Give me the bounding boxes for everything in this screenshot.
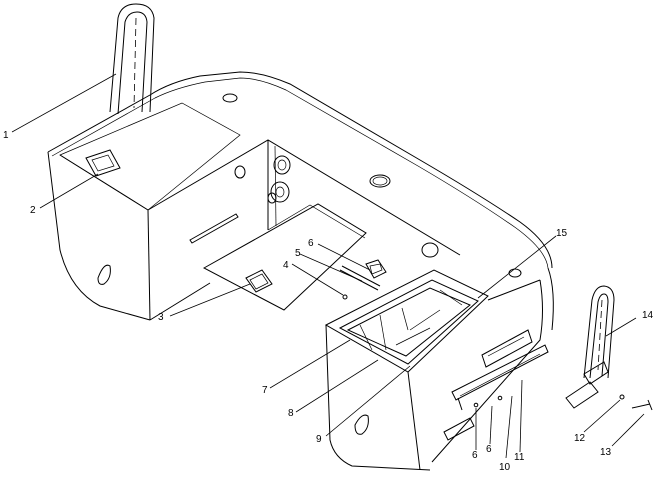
fasteners: [339, 259, 387, 300]
lid-panel: [202, 203, 367, 311]
callout-12: 12: [574, 433, 586, 444]
callout-2: 2: [30, 205, 36, 216]
side-handle: [85, 149, 121, 177]
callout-4: 4: [283, 260, 289, 271]
callout-10: 10: [499, 462, 511, 473]
callout-6-bottom-left: 6: [472, 450, 478, 461]
callout-labels: 1 2 3 4 5 6 7 8 9 6 6 10 11 12 13 14 15: [3, 130, 654, 473]
callout-6-top: 6: [308, 238, 314, 249]
callout-5: 5: [295, 248, 301, 259]
front-body: [325, 279, 541, 471]
screw-rod: [619, 394, 653, 411]
rear-handle: [109, 3, 155, 115]
callout-8: 8: [288, 408, 294, 419]
callout-9: 9: [316, 434, 322, 445]
callout-15: 15: [556, 228, 568, 239]
bracket-bar: [451, 344, 549, 411]
callout-14: 14: [642, 310, 654, 321]
front-handle: [565, 285, 615, 409]
main-housing: [47, 71, 554, 463]
callout-6-bottom-right: 6: [486, 444, 492, 455]
callout-7: 7: [262, 385, 268, 396]
storage-tray: [324, 269, 489, 373]
callout-1: 1: [3, 130, 9, 141]
leader-lines: [11, 73, 645, 459]
callout-13: 13: [600, 447, 612, 458]
callout-11: 11: [514, 452, 525, 463]
callout-3: 3: [158, 312, 164, 323]
